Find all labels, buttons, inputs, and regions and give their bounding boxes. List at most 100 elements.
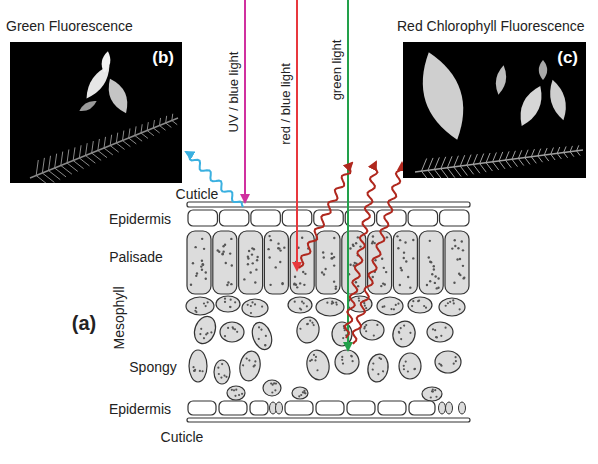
chloroplast — [407, 276, 409, 278]
chloroplast — [299, 282, 301, 284]
fluorescent-petal — [100, 50, 112, 73]
chloroplast — [433, 268, 435, 270]
chloroplast — [222, 250, 224, 252]
epidermis-cell — [285, 401, 313, 415]
chloroplast — [456, 258, 458, 260]
panel-letter: (a) — [72, 313, 96, 333]
chloroplast — [430, 261, 432, 263]
chloroplast — [333, 264, 335, 266]
spongy-cell — [316, 298, 344, 316]
chloroplast — [267, 248, 269, 250]
chloroplast — [331, 253, 333, 255]
spongy-cell — [227, 386, 245, 400]
incident-light-arrow — [244, 0, 246, 202]
chloroplast — [372, 235, 374, 237]
spongy-cell — [439, 298, 465, 316]
chloroplast — [412, 239, 414, 241]
fluorescent-petal — [546, 78, 570, 122]
chloroplast — [302, 271, 304, 273]
guard-cell — [459, 402, 466, 414]
chloroplast — [269, 284, 271, 286]
chloroplast — [251, 253, 253, 255]
chloroplast — [333, 237, 335, 239]
chloroplast — [403, 257, 405, 259]
layer-label: Epidermis — [109, 402, 171, 416]
chloroplast — [349, 247, 351, 249]
spongy-cell — [435, 351, 461, 373]
epidermis-cell — [378, 401, 406, 415]
epidermis-cell — [314, 210, 343, 226]
epidermis-cell — [219, 210, 248, 226]
palisade-cell — [419, 231, 443, 294]
layer-label: Cuticle — [161, 430, 204, 444]
chloroplast — [201, 260, 203, 262]
spongy-cell — [360, 320, 384, 340]
chloroplast — [431, 273, 433, 275]
spongy-cell — [220, 322, 244, 342]
panel-letter: (c) — [557, 49, 578, 66]
chloroplast — [437, 277, 439, 279]
palisade-cell — [187, 231, 211, 294]
chloroplast — [434, 282, 436, 284]
chloroplast — [196, 272, 198, 274]
chloroplast — [294, 276, 296, 278]
chloroplast — [352, 244, 354, 246]
chloroplast — [461, 240, 463, 242]
chloroplast — [383, 267, 385, 269]
chloroplast — [385, 271, 387, 273]
chloroplast — [249, 271, 251, 273]
spongy-cell — [186, 297, 214, 315]
palisade-cell — [445, 231, 469, 294]
chloroplast — [429, 280, 431, 282]
emitted-light-arrow — [299, 163, 352, 268]
chloroplast — [252, 262, 254, 264]
spongy-cell — [191, 313, 219, 346]
chloroplast — [192, 262, 194, 264]
chloroplast — [248, 250, 250, 252]
chloroplast — [194, 246, 196, 248]
palisade-cell — [264, 231, 288, 294]
chloroplast — [324, 268, 326, 270]
image-heading: Red Chlorophyll Fluorescence — [397, 19, 585, 33]
spongy-cell — [408, 297, 432, 313]
chloroplast — [374, 259, 376, 261]
chloroplast — [270, 239, 272, 241]
chloroplast — [396, 235, 398, 237]
spongy-cell — [263, 380, 281, 396]
chloroplast — [459, 258, 461, 260]
chloroplast — [333, 256, 335, 258]
spongy-cell — [390, 319, 418, 350]
chloroplast — [225, 262, 227, 264]
light-label: UV / blue light — [227, 52, 240, 133]
chloroplast — [256, 256, 258, 258]
layer-label: Epidermis — [109, 212, 171, 226]
chloroplast — [277, 242, 279, 244]
layer-label: Cuticle — [176, 187, 219, 201]
chloroplast — [453, 282, 455, 284]
epidermis-cell — [440, 210, 469, 226]
chloroplast — [205, 271, 207, 273]
chloroplast — [202, 264, 204, 266]
epidermis-cell — [251, 210, 280, 226]
chloroplast — [296, 286, 298, 288]
chloroplast — [201, 263, 203, 265]
chloroplast — [247, 256, 249, 258]
spongy-cell — [288, 297, 312, 313]
leaf-cross-section — [186, 202, 470, 422]
chloroplast — [382, 282, 384, 284]
chloroplast — [304, 273, 306, 275]
chloroplast — [195, 275, 197, 277]
chloroplast — [301, 237, 303, 239]
chloroplast — [335, 285, 337, 287]
chloroplast — [226, 284, 228, 286]
chloroplast — [190, 284, 192, 286]
chloroplast — [333, 280, 335, 282]
chloroplast — [372, 276, 374, 278]
chloroplast — [205, 278, 207, 280]
chloroplast — [275, 266, 277, 268]
chloroplast — [247, 263, 249, 265]
chloroplast — [201, 238, 203, 240]
fluorescent-petal — [514, 83, 548, 130]
epidermis-cell — [408, 210, 437, 226]
fern-frond — [30, 114, 178, 183]
